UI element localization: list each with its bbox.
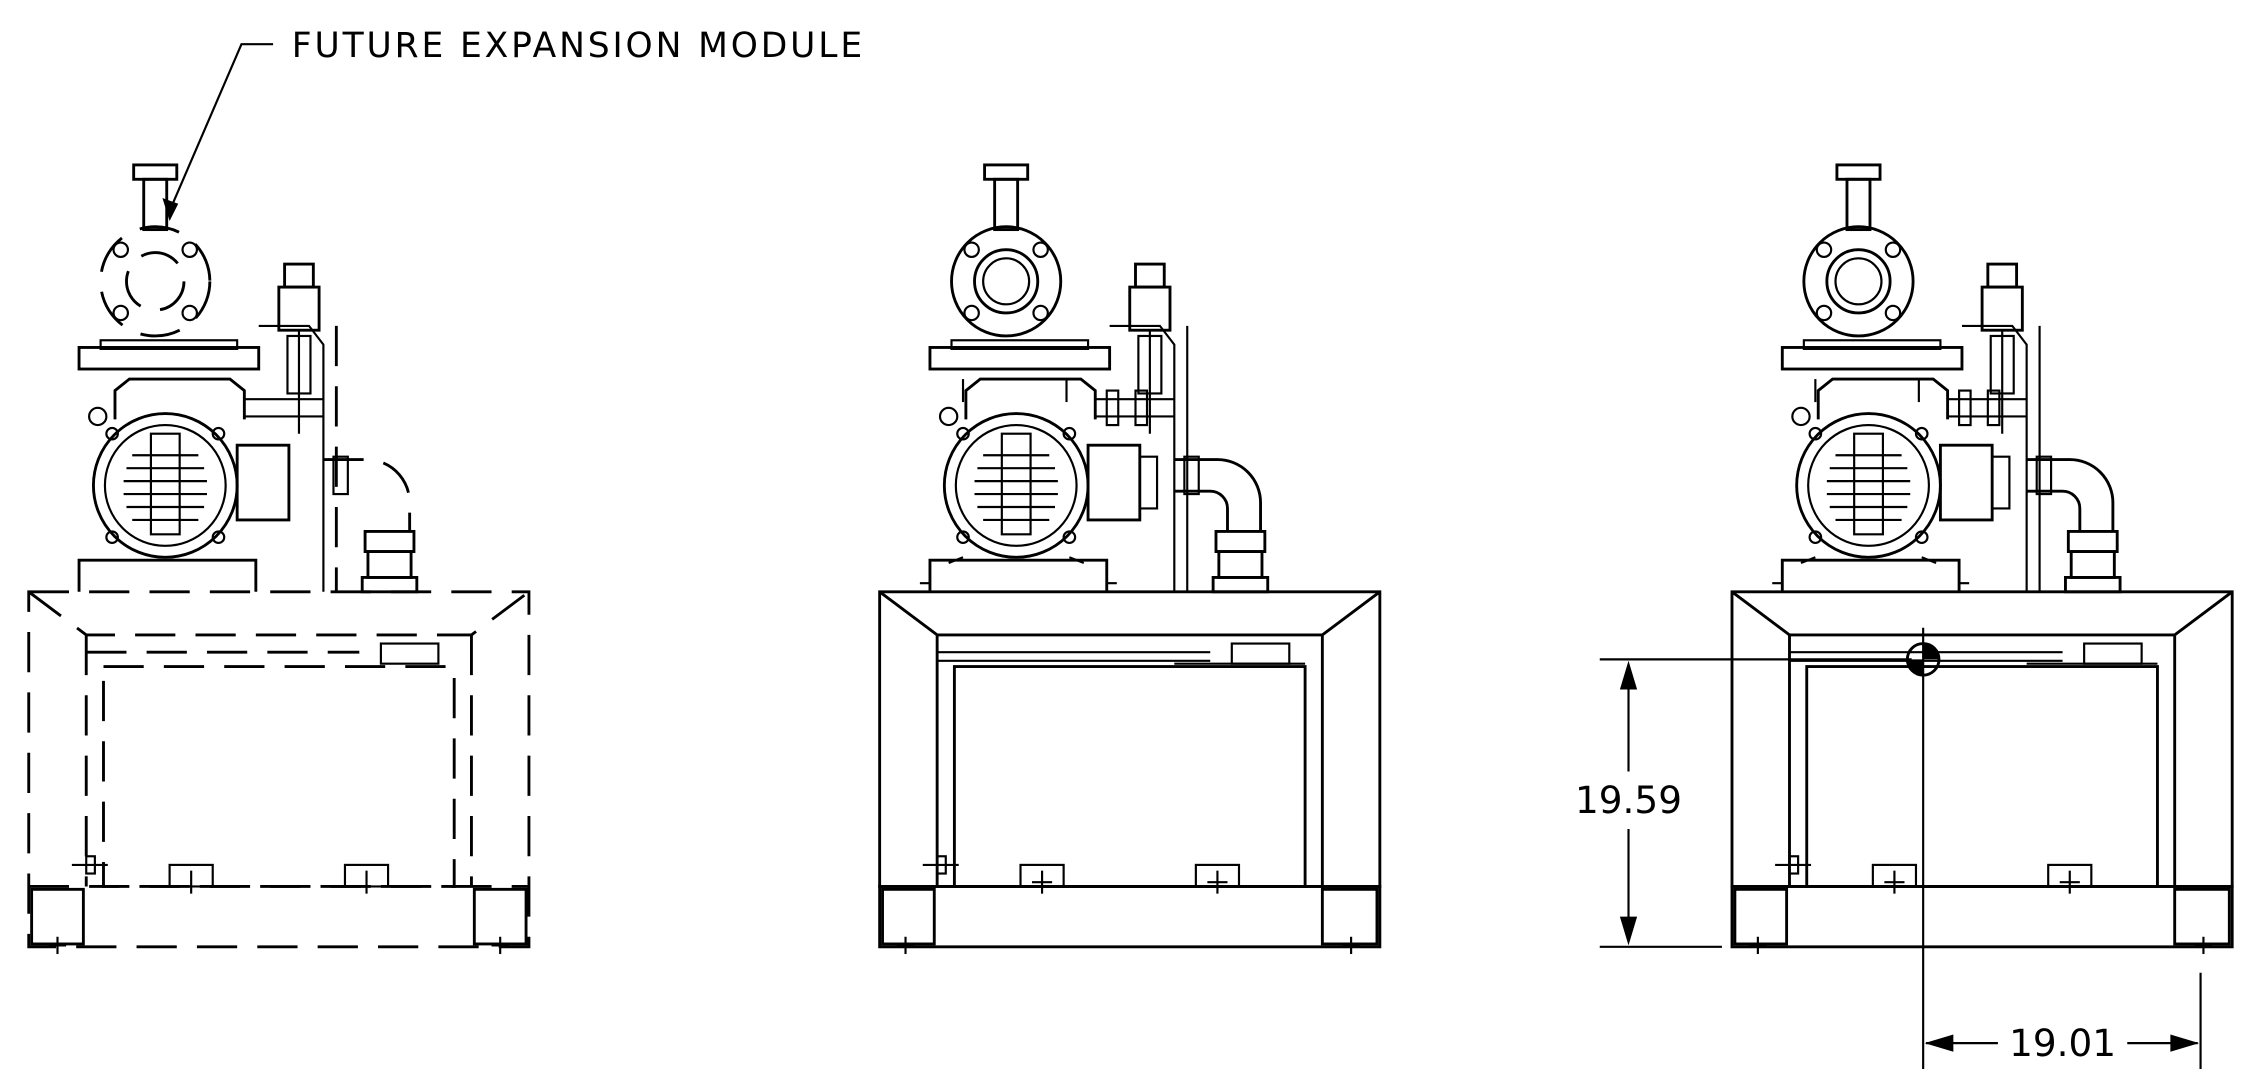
height-dimension: 19.59 (1575, 658, 1912, 948)
height-dimension-value: 19.59 (1575, 778, 1682, 822)
pump-unit-right (1730, 163, 2234, 956)
width-dimension-value: 19.01 (2009, 1021, 2116, 1065)
pump-unit-middle (878, 163, 1382, 956)
width-dimension: 19.01 (1922, 627, 2202, 1070)
expansion-callout: FUTURE EXPANSION MODULE (162, 26, 865, 221)
pump-unit-left (27, 163, 531, 955)
callout-label: FUTURE EXPANSION MODULE (292, 26, 865, 66)
